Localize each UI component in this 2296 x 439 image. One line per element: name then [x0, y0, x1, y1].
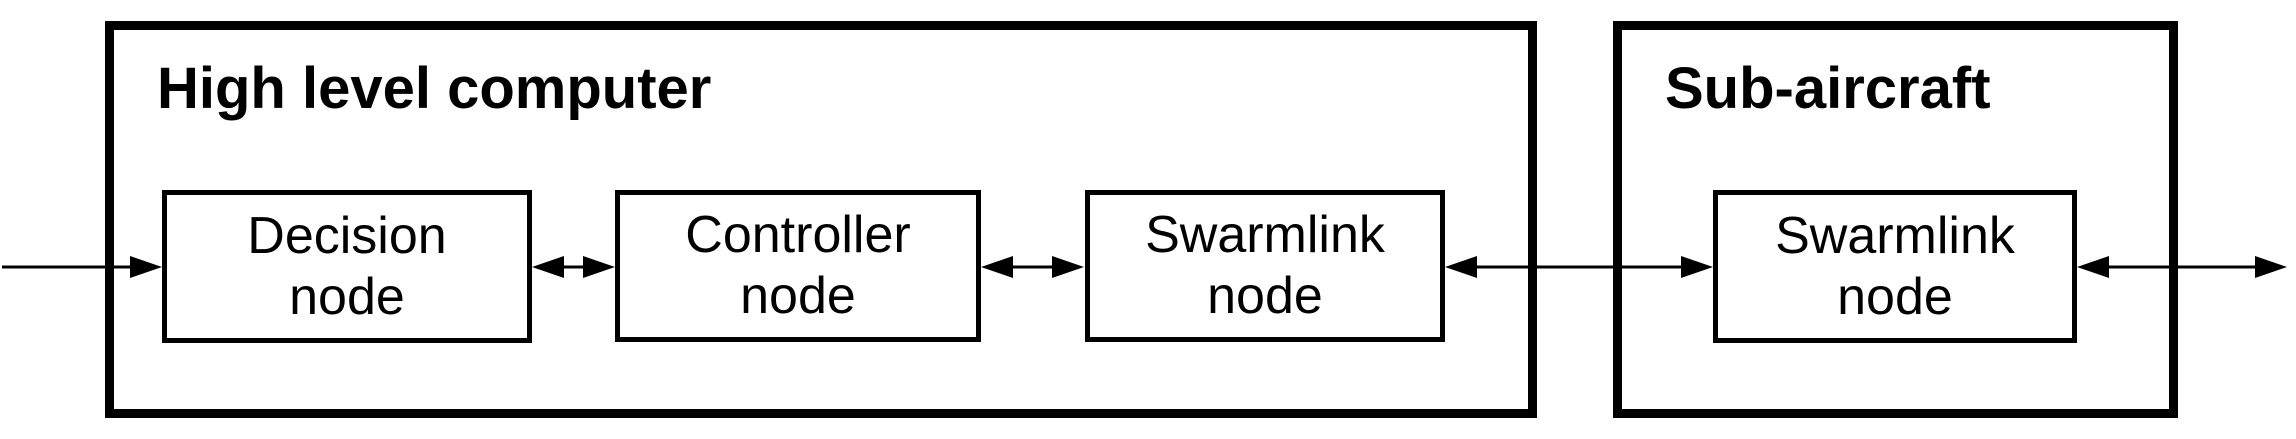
node-swarmlink-sub-aircraft: Swarmlink node: [1713, 190, 2077, 343]
node-swarmlink-high-level-computer: Swarmlink node: [1085, 190, 1445, 342]
node-swarmlink-hlc-label: Swarmlink node: [1145, 206, 1385, 325]
node-decision-label: Decision node: [247, 206, 447, 326]
node-controller: Controller node: [615, 190, 981, 342]
group-title-high-level-computer: High level computer: [157, 56, 712, 121]
group-title-sub-aircraft: Sub-aircraft: [1665, 56, 1991, 121]
group-box-sub-aircraft: Sub-aircraft: [1613, 21, 2178, 418]
node-swarmlink-sub-label: Swarmlink node: [1775, 206, 2015, 326]
node-decision: Decision node: [162, 190, 532, 343]
group-box-high-level-computer: High level computer: [105, 21, 1537, 418]
node-controller-label: Controller node: [685, 206, 911, 325]
